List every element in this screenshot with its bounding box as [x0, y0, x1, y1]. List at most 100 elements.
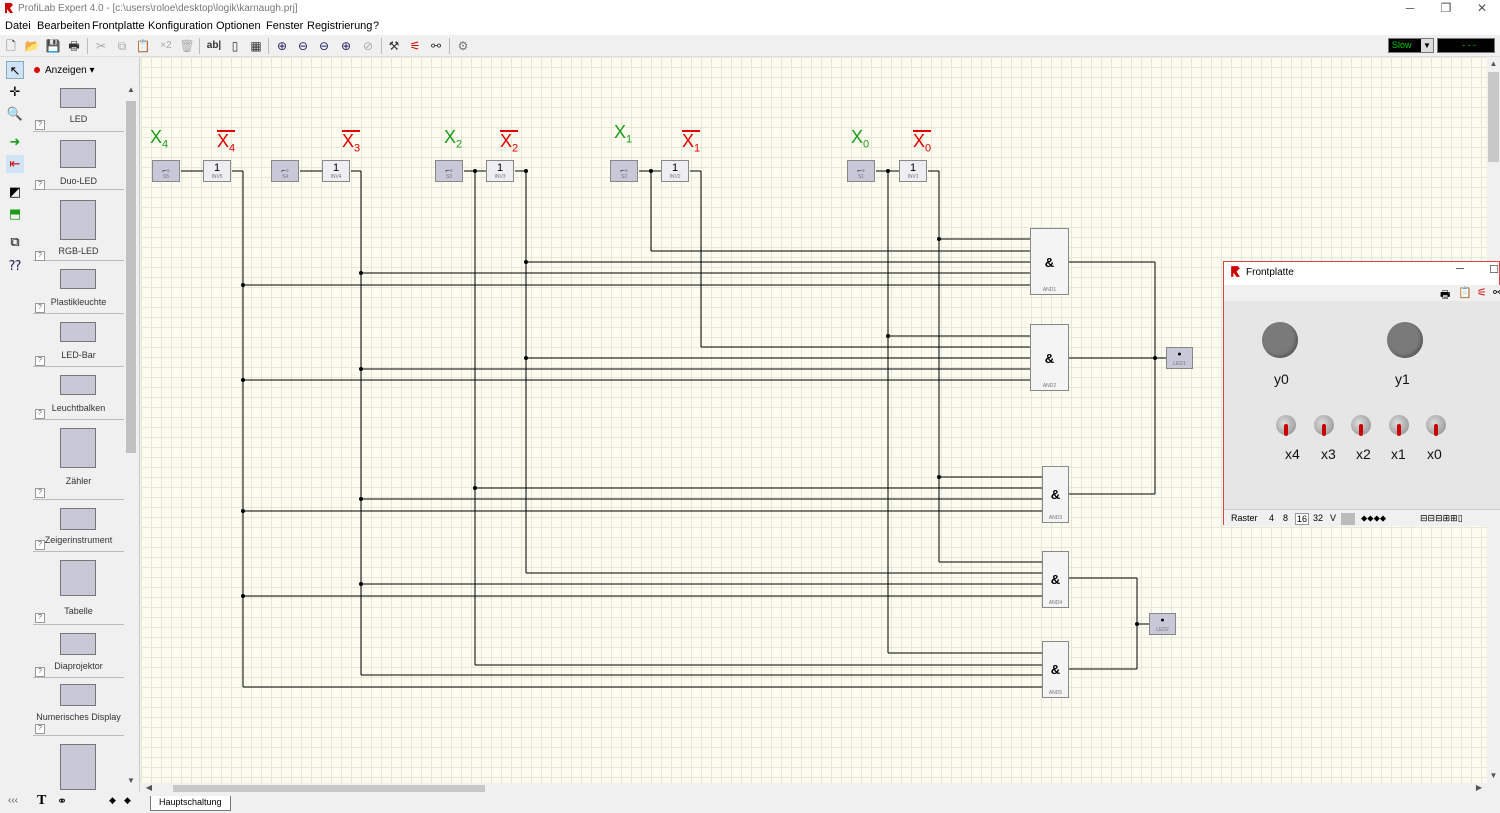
help-icon[interactable]: ? — [35, 667, 45, 677]
magnifier-icon[interactable]: 🔍 — [6, 106, 24, 121]
arrow-left-icon[interactable]: ⇤ — [6, 155, 24, 173]
probe-icon[interactable]: ⚟ — [409, 39, 421, 53]
menu-datei[interactable]: Datei — [5, 20, 31, 32]
print-icon[interactable]: 🖶 — [68, 39, 80, 53]
raster-16-button[interactable]: 16 — [1295, 513, 1310, 525]
align-arrows-icon[interactable]: ⬥⬥⬥⬥ — [1361, 513, 1387, 523]
toggle-switch-x4[interactable] — [1276, 415, 1296, 436]
scroll-right-icon[interactable]: ▶ — [1475, 783, 1483, 792]
collapse-palette-icon[interactable]: ‹‹‹ — [8, 795, 18, 806]
toggle-switch-x0[interactable] — [1426, 415, 1446, 436]
raster-8-button[interactable]: 8 — [1283, 513, 1289, 523]
page-grid-icon[interactable]: ▦ — [250, 39, 262, 53]
toggle-switch-x2[interactable] — [1351, 415, 1371, 436]
scroll-thumb[interactable] — [126, 101, 136, 453]
palette-item-diaprojektor[interactable]: Diaprojektor ? — [33, 625, 124, 678]
menu-bearbeiten[interactable]: Bearbeiten — [37, 20, 91, 32]
palette-item-zeigerinstrument[interactable]: Zeigerinstrument ? — [33, 500, 124, 552]
palette-prev-icon[interactable]: ◆ — [109, 795, 116, 805]
scroll-thumb[interactable] — [1488, 72, 1499, 162]
raster-32-button[interactable]: 32 — [1313, 513, 1324, 523]
paste-icon[interactable]: 📋 — [135, 39, 151, 53]
palette-item-plastikleuchte[interactable]: Plastikleuchte ? — [33, 261, 124, 314]
palette-item-rgb-led[interactable]: RGB-LED ? — [33, 190, 124, 261]
switch-s5[interactable]: ⌐◦S5 — [152, 160, 180, 182]
scroll-up-icon[interactable]: ▲ — [1489, 59, 1498, 68]
save-icon[interactable]: 💾 — [45, 39, 61, 53]
delete-icon[interactable]: 🗑 — [179, 39, 195, 53]
gate-and2[interactable]: &AND2 — [1030, 324, 1069, 391]
clipboard-icon[interactable]: 📋 — [1458, 287, 1472, 299]
palette-category-select[interactable]: Anzeigen ▾ — [34, 65, 95, 76]
switch-s1[interactable]: ⌐◦S1 — [847, 160, 875, 182]
select-pointer-icon[interactable]: ↖ — [6, 61, 24, 79]
led-led1[interactable]: ●LED1 — [1166, 347, 1193, 369]
bus-icon[interactable]: ◩ — [8, 184, 22, 199]
palette-scrollbar[interactable]: ▲ ▼ — [125, 85, 137, 788]
scroll-down-icon[interactable]: ▼ — [1489, 771, 1498, 780]
gate-and1[interactable]: &AND1 — [1030, 228, 1069, 295]
gate-and5[interactable]: &AND5 — [1042, 641, 1069, 698]
scroll-up-icon[interactable]: ▲ — [127, 85, 135, 94]
minimize-button[interactable]: ─ — [1456, 263, 1464, 275]
find-binoculars-icon[interactable]: ⚭ — [57, 794, 68, 808]
macro-icon[interactable]: ⧉ — [10, 234, 20, 249]
toggle-switch-x3[interactable] — [1314, 415, 1334, 436]
help-icon[interactable]: ? — [35, 180, 45, 190]
raster-v-button[interactable]: V — [1330, 513, 1337, 523]
switch-s2[interactable]: ⌐◦S2 — [610, 160, 638, 182]
settings-gear-icon[interactable]: ⚙ — [457, 39, 469, 53]
toggle-switch-x1[interactable] — [1389, 415, 1409, 436]
raster-4-button[interactable]: 4 — [1269, 513, 1275, 523]
gate-and4[interactable]: &AND4 — [1042, 551, 1069, 608]
help-icon[interactable]: ? — [35, 613, 45, 623]
zoom-fit-icon[interactable]: ⊖ — [318, 39, 330, 53]
menu-registrierung[interactable]: Registrierung — [307, 20, 373, 32]
palette-item-zaehler[interactable]: Zähler ? — [33, 420, 124, 500]
menu-konfiguration[interactable]: Konfiguration — [148, 20, 213, 32]
minimize-button[interactable]: ─ — [1405, 1, 1415, 15]
scroll-thumb[interactable] — [173, 785, 485, 795]
palette-item-numerisches-display[interactable]: Numerisches Display ? — [33, 678, 124, 736]
palette-item-tabelle[interactable]: Tabelle ? — [33, 552, 124, 625]
chevron-down-icon[interactable]: ▼ — [1421, 39, 1433, 52]
palette-item-leuchtbalken[interactable]: Leuchtbalken ? — [33, 367, 124, 420]
simulation-speed-select[interactable]: Slow ▼ — [1388, 38, 1434, 53]
help-icon[interactable]: ? — [35, 120, 45, 130]
copy-count-button[interactable]: ×2 — [160, 40, 172, 51]
help-icon[interactable]: ? — [35, 540, 45, 550]
arrow-right-icon[interactable]: ➜ — [9, 134, 21, 149]
cut-icon[interactable]: ✂ — [95, 39, 107, 53]
switch-s3[interactable]: ⌐◦S3 — [435, 160, 463, 182]
palette-item-led-bar[interactable]: LED-Bar ? — [33, 314, 124, 367]
new-file-icon[interactable]: 🗋 — [6, 39, 16, 53]
zoom-reset-icon[interactable]: ⊘ — [362, 39, 374, 53]
menu-optionen[interactable]: Optionen — [216, 20, 261, 32]
led-led2[interactable]: ●LED2 — [1149, 613, 1176, 635]
close-button[interactable]: ✕ — [1476, 1, 1488, 15]
gate-and3[interactable]: &AND3 — [1042, 466, 1069, 523]
scroll-down-icon[interactable]: ▼ — [127, 776, 135, 785]
zoom-all-icon[interactable]: ⊕ — [340, 39, 352, 53]
help-icon[interactable]: ? — [35, 488, 45, 498]
raster-color-swatch[interactable] — [1341, 513, 1355, 525]
component-icon[interactable]: ⬒ — [8, 206, 22, 221]
help-icon[interactable]: ? — [35, 409, 45, 419]
text-tool-button[interactable]: ab| — [206, 40, 222, 51]
crosshair-icon[interactable]: ✛ — [9, 84, 21, 99]
zoom-out-icon[interactable]: ⊖ — [297, 39, 309, 53]
palette-item-duo-led[interactable]: Duo-LED ? — [33, 132, 124, 190]
tab-hauptschaltung[interactable]: Hauptschaltung — [150, 796, 231, 811]
tools-icon[interactable]: ⚒ — [388, 39, 400, 53]
switch-s4[interactable]: ⌐◦S4 — [271, 160, 299, 182]
wire-icon[interactable]: ⚯ — [430, 39, 442, 53]
palette-next-icon[interactable]: ◆ — [124, 795, 131, 805]
zoom-in-icon[interactable]: ⊕ — [276, 39, 288, 53]
context-help-icon[interactable]: ⁇ — [9, 258, 21, 273]
wire-icon[interactable]: ⚯ — [1493, 287, 1500, 299]
copy-icon[interactable]: ⧉ — [117, 39, 127, 53]
